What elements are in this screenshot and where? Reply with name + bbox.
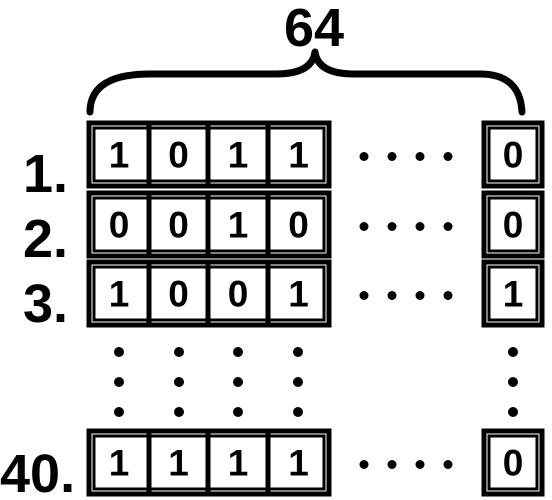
ellipsis-dot (387, 152, 397, 161)
vertical-ellipsis-dot (508, 407, 518, 417)
vertical-ellipsis-dot (508, 377, 518, 387)
vertical-ellipsis-dot (174, 407, 184, 417)
bit-cell: 1 (228, 205, 249, 246)
last-bit-cell: 0 (503, 443, 524, 484)
ellipsis-dot (443, 460, 453, 469)
row-label-3: 3. (23, 274, 68, 334)
ellipsis-dot (359, 291, 369, 300)
ellipsis-dot (415, 152, 425, 161)
vertical-ellipsis-dot (293, 377, 303, 387)
bit-cell: 1 (288, 443, 309, 484)
vertical-ellipsis-dot (114, 377, 124, 387)
last-bit-frame (481, 120, 545, 189)
last-bit-cell: 0 (503, 135, 524, 176)
last-bit-cell: 0 (503, 205, 524, 246)
ellipsis-dot (387, 291, 397, 300)
vertical-ellipsis-dot (293, 347, 303, 357)
ellipsis-dot (359, 222, 369, 231)
last-bit-inner-frame (487, 126, 539, 183)
ellipsis-dot (359, 460, 369, 469)
bit-cell: 0 (228, 274, 249, 315)
bit-cell: 1 (109, 443, 130, 484)
row-label-1: 1. (23, 144, 68, 204)
ellipsis-dot (387, 222, 397, 231)
ellipsis-dot (415, 291, 425, 300)
last-bit-frame (481, 190, 545, 259)
vertical-ellipsis-dot (174, 377, 184, 387)
last-bit-frame (481, 428, 545, 497)
vertical-ellipsis-dot (233, 407, 243, 417)
bit-cell: 0 (168, 274, 189, 315)
ellipsis-dot (359, 152, 369, 161)
bit-cell: 0 (109, 205, 130, 246)
ellipsis-dot (443, 291, 453, 300)
bit-cell: 1 (288, 274, 309, 315)
bit-cell: 1 (109, 135, 130, 176)
last-bit-frame (481, 259, 545, 328)
ellipsis-dot (415, 460, 425, 469)
bit-cell: 1 (288, 135, 309, 176)
bit-cell: 0 (168, 205, 189, 246)
bit-cell: 1 (228, 443, 249, 484)
bit-count-label: 64 (284, 0, 344, 58)
vertical-ellipsis-dot (233, 377, 243, 387)
last-bit-inner-frame (487, 434, 539, 491)
ellipsis-dots (114, 347, 518, 417)
row-label-40: 40. (0, 444, 75, 500)
bit-cell: 1 (109, 274, 130, 315)
last-bit-cell: 1 (503, 274, 524, 315)
vertical-ellipsis-dot (114, 347, 124, 357)
ellipsis-dot (443, 222, 453, 231)
bit-cell: 1 (168, 443, 189, 484)
bit-cell: 0 (168, 135, 189, 176)
vertical-ellipsis-dot (508, 347, 518, 357)
vertical-ellipsis-dot (293, 407, 303, 417)
vertical-ellipsis-dot (233, 347, 243, 357)
last-bit-inner-frame (487, 265, 539, 322)
ellipsis-dot (443, 152, 453, 161)
ellipsis-dot (387, 460, 397, 469)
row-label-2: 2. (23, 209, 68, 269)
vertical-ellipsis-dot (114, 407, 124, 417)
bit-cell: 1 (228, 135, 249, 176)
last-bit-inner-frame (487, 196, 539, 253)
bit-cell: 0 (288, 205, 309, 246)
width-brace (86, 48, 526, 116)
vertical-ellipsis-dot (174, 347, 184, 357)
ellipsis-dot (415, 222, 425, 231)
